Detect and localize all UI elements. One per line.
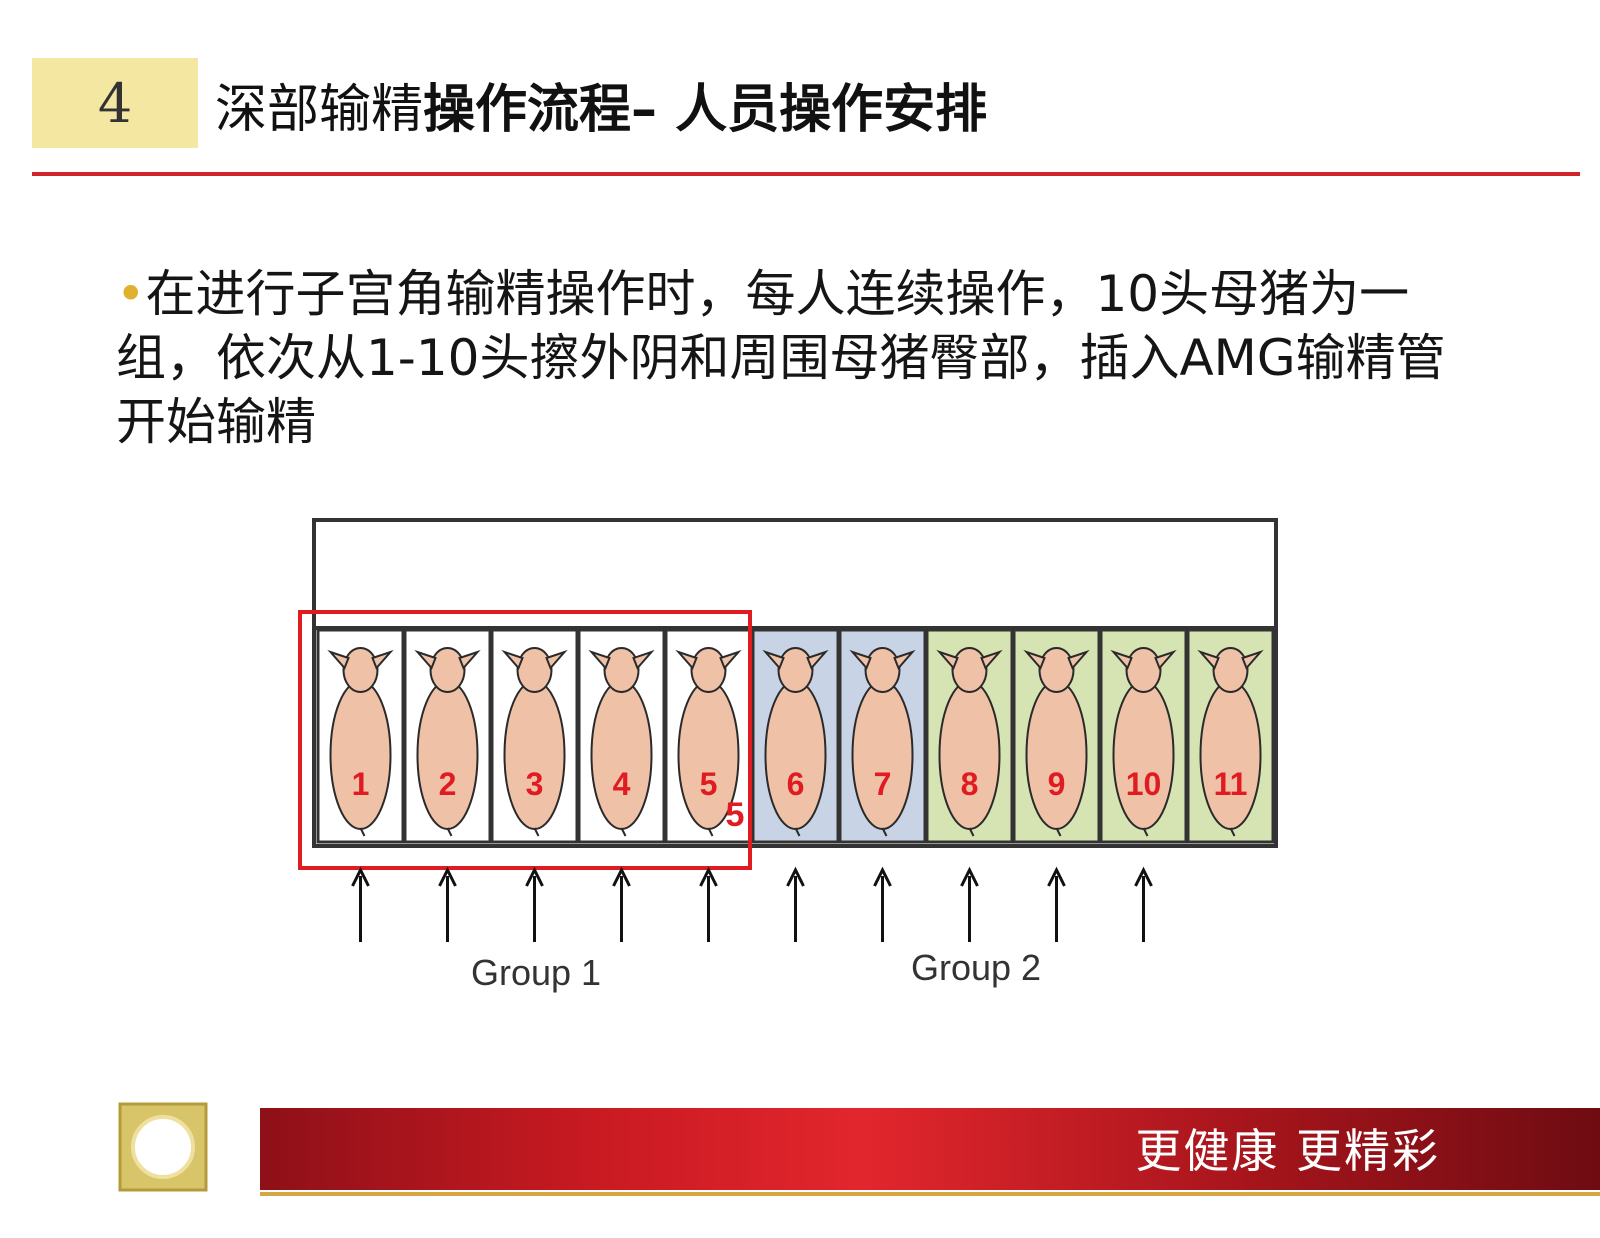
- arrow-icon: [525, 866, 544, 942]
- arrow-icon: [1134, 866, 1153, 942]
- pig-icon: [1110, 647, 1177, 837]
- pig-icon: [327, 647, 394, 837]
- stall-number-5: 5: [700, 766, 718, 802]
- company-logo: [118, 1102, 208, 1192]
- group-2-label: Group 2: [911, 947, 1041, 988]
- pig-icon: [1197, 647, 1264, 837]
- pig-icon: [936, 647, 1003, 837]
- pig-icon: [414, 647, 481, 837]
- pig-icon: [588, 647, 655, 837]
- pig-icon: [675, 647, 742, 837]
- stall-1: 1: [316, 628, 405, 844]
- arrow-icon: [351, 866, 370, 942]
- stall-10: 10: [1099, 628, 1188, 844]
- section-number: 4: [97, 71, 133, 135]
- stall-number-9: 9: [1048, 766, 1066, 802]
- arrow-row: [351, 866, 1153, 942]
- stall-6: 6: [751, 628, 840, 844]
- stall-number-7: 7: [874, 766, 892, 802]
- group-highlight-box: [298, 610, 752, 870]
- stall-8: 8: [925, 628, 1014, 844]
- extra-stall-mark: 5: [726, 796, 745, 834]
- bullet-mark: •: [116, 265, 146, 323]
- stall-9: 9: [1012, 628, 1101, 844]
- footer-slogan: 更健康 更精彩: [1135, 1124, 1440, 1178]
- page-title-bold: 操作流程– 人员操作安排: [423, 79, 988, 140]
- arrow-icon: [873, 866, 892, 942]
- stall-number-10: 10: [1126, 766, 1162, 802]
- pig-icon: [501, 647, 568, 837]
- group-1-label: Group 1: [471, 952, 601, 993]
- pig-icon: [762, 647, 829, 837]
- arrow-icon: [1047, 866, 1066, 942]
- stall-5: 5: [664, 628, 753, 844]
- stall-number-8: 8: [961, 766, 979, 802]
- section-number-box: 4: [32, 58, 198, 148]
- arrow-icon: [438, 866, 457, 942]
- arrow-icon: [960, 866, 979, 942]
- pig-icon: [849, 647, 916, 837]
- stall-7: 7: [838, 628, 927, 844]
- pig-icon: [1023, 647, 1090, 837]
- title-divider: [32, 172, 1580, 176]
- page-title: 深部输精操作流程– 人员操作安排: [215, 66, 987, 142]
- stall-row: 1 2 3 4 5 6 7 8 9 10 11: [316, 628, 1275, 844]
- pen-outline: [312, 518, 1278, 848]
- stall-number-2: 2: [439, 766, 457, 802]
- stall-number-4: 4: [613, 766, 631, 802]
- stall-number-1: 1: [352, 766, 370, 802]
- bullet-paragraph: •在进行子宫角输精操作时，每人连续操作，10头母猪为一组，依次从1-10头擦外阴…: [116, 262, 1466, 454]
- stall-number-11: 11: [1214, 766, 1248, 802]
- stall-11: 11: [1186, 628, 1275, 844]
- page-title-light: 深部输精: [215, 79, 424, 140]
- arrow-icon: [612, 866, 631, 942]
- stall-number-3: 3: [526, 766, 544, 802]
- stall-2: 2: [403, 628, 492, 844]
- footer-band: [260, 1108, 1600, 1190]
- bullet-text: 在进行子宫角输精操作时，每人连续操作，10头母猪为一组，依次从1-10头擦外阴和…: [116, 265, 1446, 451]
- stall-number-6: 6: [787, 766, 805, 802]
- stall-3: 3: [490, 628, 579, 844]
- arrow-icon: [699, 866, 718, 942]
- stall-4: 4: [577, 628, 666, 844]
- arrow-icon: [786, 866, 805, 942]
- footer-gold-line: [260, 1192, 1600, 1196]
